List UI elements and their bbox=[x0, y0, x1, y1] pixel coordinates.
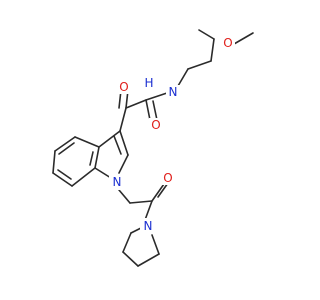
bond bbox=[137, 253, 160, 267]
acyl-oxygen-atom: O bbox=[161, 171, 175, 185]
atom-labels: O N H O O N O N bbox=[109, 36, 235, 234]
bond bbox=[119, 130, 129, 156]
bond bbox=[94, 146, 100, 169]
bond bbox=[152, 100, 158, 121]
bond bbox=[52, 150, 56, 174]
amide-hydrogen-label: H bbox=[144, 76, 153, 90]
keto-oxygen-atom: O bbox=[117, 80, 131, 94]
pyrrolidine-nitrogen-atom: N bbox=[140, 218, 156, 234]
bond bbox=[119, 107, 127, 132]
bond bbox=[94, 167, 112, 179]
bond bbox=[58, 142, 75, 155]
bond bbox=[71, 167, 96, 187]
indole-nitrogen-label: N bbox=[113, 175, 122, 189]
bonds bbox=[52, 29, 254, 267]
bond bbox=[118, 189, 131, 204]
bond bbox=[129, 200, 153, 204]
bond bbox=[187, 60, 212, 70]
amide-nitrogen-label: N bbox=[169, 85, 178, 99]
amide-oxygen-atom: O bbox=[149, 118, 163, 132]
amide-oxygen-label: O bbox=[151, 118, 160, 132]
bond bbox=[54, 136, 76, 152]
bond bbox=[198, 29, 215, 40]
bond bbox=[233, 32, 254, 45]
bond bbox=[57, 169, 72, 180]
bond bbox=[177, 68, 189, 87]
bond bbox=[113, 135, 122, 155]
bond bbox=[145, 99, 151, 121]
bond bbox=[144, 200, 153, 221]
bond bbox=[118, 154, 129, 174]
amide-nitrogen-atom: N H bbox=[143, 76, 180, 99]
bond bbox=[74, 136, 100, 148]
bond bbox=[125, 99, 147, 109]
bond bbox=[89, 151, 94, 166]
acyl-oxygen-label: O bbox=[163, 171, 172, 185]
bond bbox=[157, 182, 169, 198]
methoxy-oxygen-label: O bbox=[223, 36, 232, 50]
indole-nitrogen-atom: N bbox=[109, 174, 125, 190]
bond bbox=[52, 172, 73, 187]
keto-oxygen-label: O bbox=[119, 80, 128, 94]
methoxy-oxygen-atom: O bbox=[221, 36, 235, 50]
bond bbox=[145, 92, 168, 101]
bond bbox=[151, 183, 165, 202]
molecule-structure: O N H O O N O N bbox=[52, 29, 254, 267]
pyrrolidine-nitrogen-label: N bbox=[144, 219, 153, 233]
bond bbox=[151, 234, 160, 255]
bond bbox=[122, 251, 139, 267]
bond bbox=[98, 130, 121, 148]
bond bbox=[122, 232, 132, 253]
molecule-canvas: O N H O O N O N bbox=[52, 29, 254, 267]
bond bbox=[210, 38, 215, 62]
